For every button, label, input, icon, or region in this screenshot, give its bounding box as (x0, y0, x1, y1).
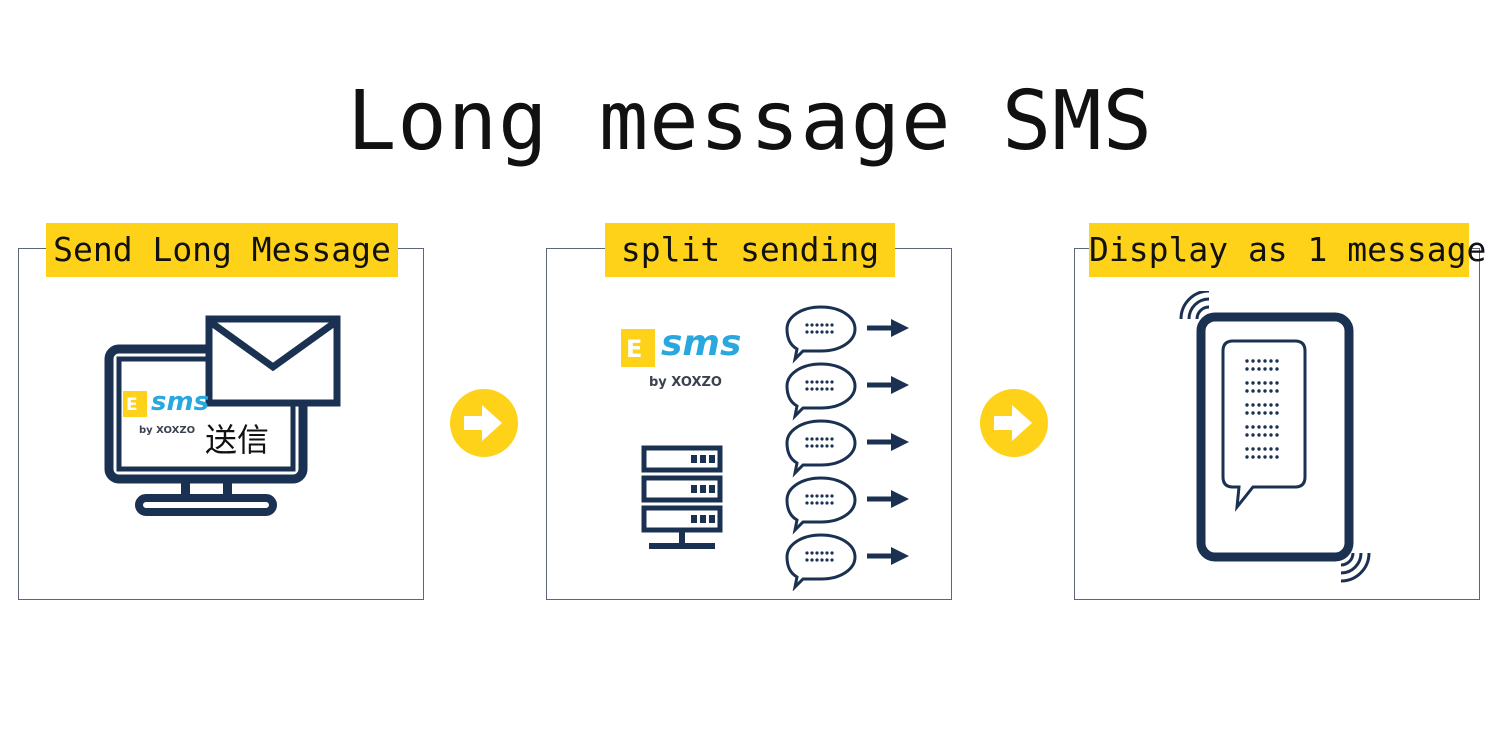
vibration-icon (1340, 552, 1371, 583)
chat-bubble-icon (785, 533, 909, 591)
step-label-display: Display as 1 message (1089, 223, 1486, 277)
logo-sms-text: sms (661, 323, 742, 364)
step-display-panel: Display as 1 message (1074, 223, 1486, 600)
ezsms-logo-large: E sms by XOXZO (621, 323, 751, 397)
arrow-right-circle-icon (450, 389, 518, 457)
arrow-right-circle-icon (980, 389, 1048, 457)
smartphone-icon (1179, 291, 1371, 583)
svg-text:E: E (626, 335, 642, 363)
split-messages (785, 305, 909, 591)
ez-logo-icon: E (123, 391, 147, 417)
step-send-panel: Send Long Message E sms by XOXZO 送信 (18, 223, 424, 600)
logo-sms-text: sms (151, 387, 210, 417)
logo-by-text: by XOXZO (139, 425, 196, 436)
step-split-panel: split sending E sms by XOXZO (546, 223, 952, 600)
chat-bubble-icon (785, 419, 909, 478)
send-label: 送信 (205, 421, 270, 459)
page-title: Long message SMS (347, 74, 1153, 169)
chat-bubble-icon (785, 305, 909, 364)
ez-logo-icon: E (621, 329, 655, 367)
chat-bubble-icon (785, 476, 909, 535)
logo-by-text: by XOXZO (649, 375, 722, 390)
step-label-send: Send Long Message (46, 223, 398, 277)
server-icon (641, 445, 723, 549)
ezsms-logo: E sms by XOXZO (123, 387, 223, 439)
vibration-icon (1179, 291, 1210, 320)
step-label-split: split sending (605, 223, 895, 277)
svg-text:E: E (126, 395, 138, 415)
chat-bubble-icon (785, 362, 909, 421)
envelope-icon (205, 315, 341, 407)
